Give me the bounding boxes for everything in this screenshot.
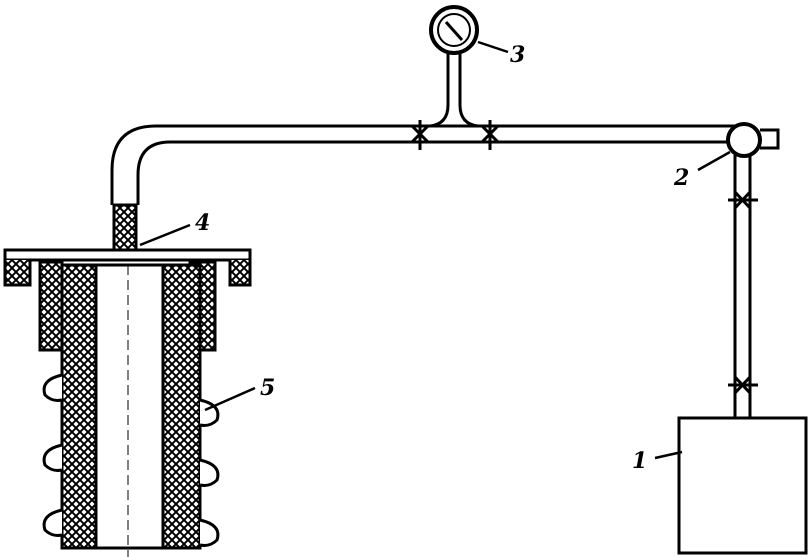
label-bushing: 5 (260, 375, 275, 401)
pipe-outer (110, 124, 735, 205)
label-gauge: 3 (510, 42, 525, 68)
source-box (677, 416, 808, 555)
gauge-stem (429, 52, 479, 128)
label-junction: 2 (673, 165, 689, 191)
valve-marks (410, 120, 758, 395)
label-connector: 4 (195, 210, 210, 236)
threaded-connector (112, 203, 138, 257)
bushing-assembly (3, 248, 252, 557)
junction-stub (760, 128, 780, 150)
leader-lines (139, 40, 731, 460)
pressure-gauge-icon (429, 5, 479, 55)
pipe-inner (136, 140, 735, 205)
label-source: 1 (632, 448, 647, 474)
junction-ball (726, 122, 762, 158)
